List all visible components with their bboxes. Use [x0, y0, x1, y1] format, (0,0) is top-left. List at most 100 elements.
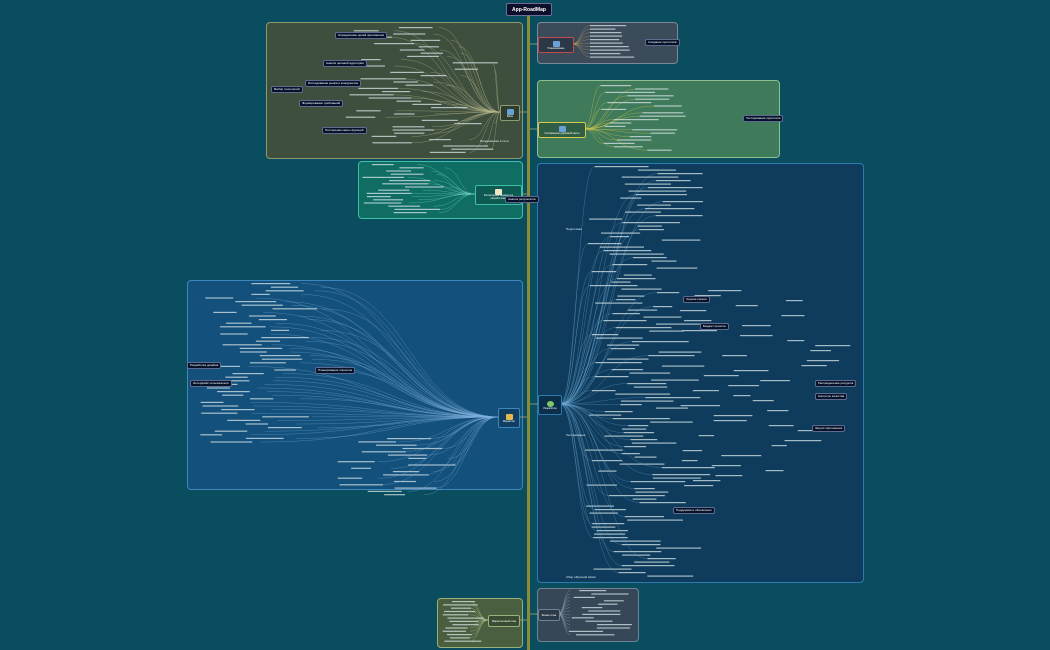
text-line [590, 49, 630, 51]
connector [273, 380, 501, 418]
topic-box[interactable]: Интерфейс пользователя [190, 380, 232, 388]
branch-phases[interactable]: Фазы [500, 105, 520, 121]
text-line [595, 337, 643, 339]
text-line [445, 627, 468, 629]
text-line [394, 487, 437, 489]
topic-box[interactable]: Тестирование прототипа [743, 115, 784, 123]
topic-box[interactable]: Бюджет проекта [700, 323, 729, 331]
leaf-label: Продвижение в сети [480, 139, 509, 143]
branch-development[interactable]: Разработка [538, 395, 562, 415]
topic-box[interactable]: Выбор технологий [271, 86, 303, 94]
text-line [682, 330, 717, 332]
text-line [454, 123, 482, 125]
text-line [622, 222, 680, 224]
text-line [366, 196, 391, 198]
topic-box[interactable]: Анализ результатов [505, 196, 539, 204]
topic-box[interactable]: Запуск приложения [812, 425, 846, 433]
connector [414, 43, 501, 113]
text-line [420, 75, 447, 77]
text-line [609, 253, 664, 255]
text-line [361, 59, 381, 61]
text-line [392, 471, 420, 473]
text-line [801, 365, 827, 367]
branch-marketing-plan[interactable]: Маркетинговый план [488, 615, 520, 627]
text-line [206, 387, 230, 389]
text-line [590, 42, 623, 44]
text-line [639, 115, 686, 117]
topic-box[interactable]: Создание прототипа [645, 39, 680, 47]
branch-label: Составление дорожной карты [544, 131, 580, 135]
connector [436, 101, 501, 113]
text-line [399, 49, 425, 51]
text-line [386, 170, 412, 172]
text-line [235, 301, 277, 303]
text-line [408, 464, 456, 466]
text-line [620, 197, 642, 199]
text-line [255, 340, 281, 342]
text-line [217, 391, 250, 393]
text-line [619, 463, 665, 465]
branch-business-plan[interactable]: Бизнес-план [538, 609, 560, 621]
text-line [573, 596, 595, 598]
text-line [657, 173, 703, 175]
connector [320, 287, 501, 418]
text-line [337, 477, 363, 479]
monitor-icon [552, 40, 560, 47]
topic-box[interactable]: Построение карты функций [322, 127, 367, 135]
topic-box[interactable]: Формирование требований [299, 100, 344, 108]
branch-planning[interactable]: Планирование [538, 37, 574, 53]
topic-box[interactable]: Оценка сроков [683, 296, 710, 304]
monitor-icon [558, 125, 566, 132]
text-line [635, 491, 669, 493]
text-line [249, 362, 286, 364]
connector [445, 85, 501, 113]
text-line [360, 78, 407, 80]
topic-box[interactable]: Разработка дизайна [187, 362, 222, 370]
text-line [627, 309, 658, 311]
text-line [692, 390, 719, 392]
text-line [447, 617, 484, 619]
text-line [589, 512, 618, 514]
connector [450, 186, 476, 195]
text-line [444, 640, 482, 642]
text-line [610, 348, 636, 350]
connector [571, 43, 591, 51]
text-line [781, 315, 805, 317]
connector [289, 351, 501, 418]
topic-box[interactable]: Анализ целевой аудитории [323, 60, 367, 68]
connector [559, 403, 597, 531]
connector [385, 111, 501, 118]
text-line [591, 271, 617, 273]
topic-box[interactable]: Распределение ресурсов [815, 380, 857, 388]
text-line [657, 292, 680, 294]
text-line [632, 257, 667, 259]
topic-box[interactable]: Контроль качества [815, 393, 848, 401]
topic-box[interactable]: Определение целей приложения [335, 32, 388, 40]
text-line [607, 358, 649, 360]
text-line [661, 365, 705, 367]
text-line [620, 400, 674, 402]
root-title[interactable]: App-RoadMap [506, 3, 552, 16]
topic-box[interactable]: Планирование спринтов [315, 367, 356, 375]
topic-box[interactable]: Исследование рынка и конкурентов [305, 80, 361, 88]
text-line [635, 88, 669, 90]
text-line [201, 412, 238, 414]
branch-roadmap[interactable]: Составление дорожной карты [538, 122, 586, 138]
text-line [389, 180, 431, 182]
text-line [621, 288, 662, 290]
branch-marketing[interactable]: Маркетинг [498, 408, 520, 428]
text-line [591, 593, 629, 595]
text-line [420, 52, 444, 54]
text-line [600, 85, 632, 87]
text-line [634, 561, 670, 563]
connector [255, 297, 501, 418]
text-line [625, 211, 661, 213]
connector [559, 229, 640, 405]
topic-box[interactable]: Поддержка и обновления [673, 507, 715, 515]
text-line [616, 299, 636, 301]
text-line [624, 446, 647, 448]
text-line [616, 139, 652, 141]
connector [295, 416, 501, 425]
